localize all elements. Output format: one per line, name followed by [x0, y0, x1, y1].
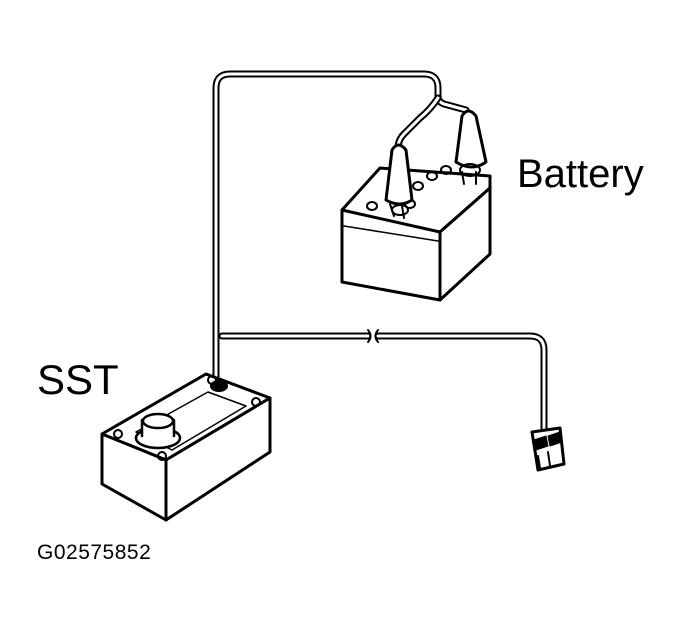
sst-box [100, 372, 272, 522]
cable-grommet [210, 380, 228, 392]
battery [340, 165, 492, 302]
connector-cable [218, 329, 548, 436]
figure-code: G02575852 [37, 541, 152, 564]
battery-label: Battery [517, 152, 644, 196]
negative-lead [394, 94, 442, 152]
connector-plug [530, 426, 566, 472]
sst-knob [134, 412, 182, 450]
positive-clip [454, 109, 488, 185]
sst-label: SST [37, 356, 119, 403]
negative-clip [384, 143, 414, 219]
